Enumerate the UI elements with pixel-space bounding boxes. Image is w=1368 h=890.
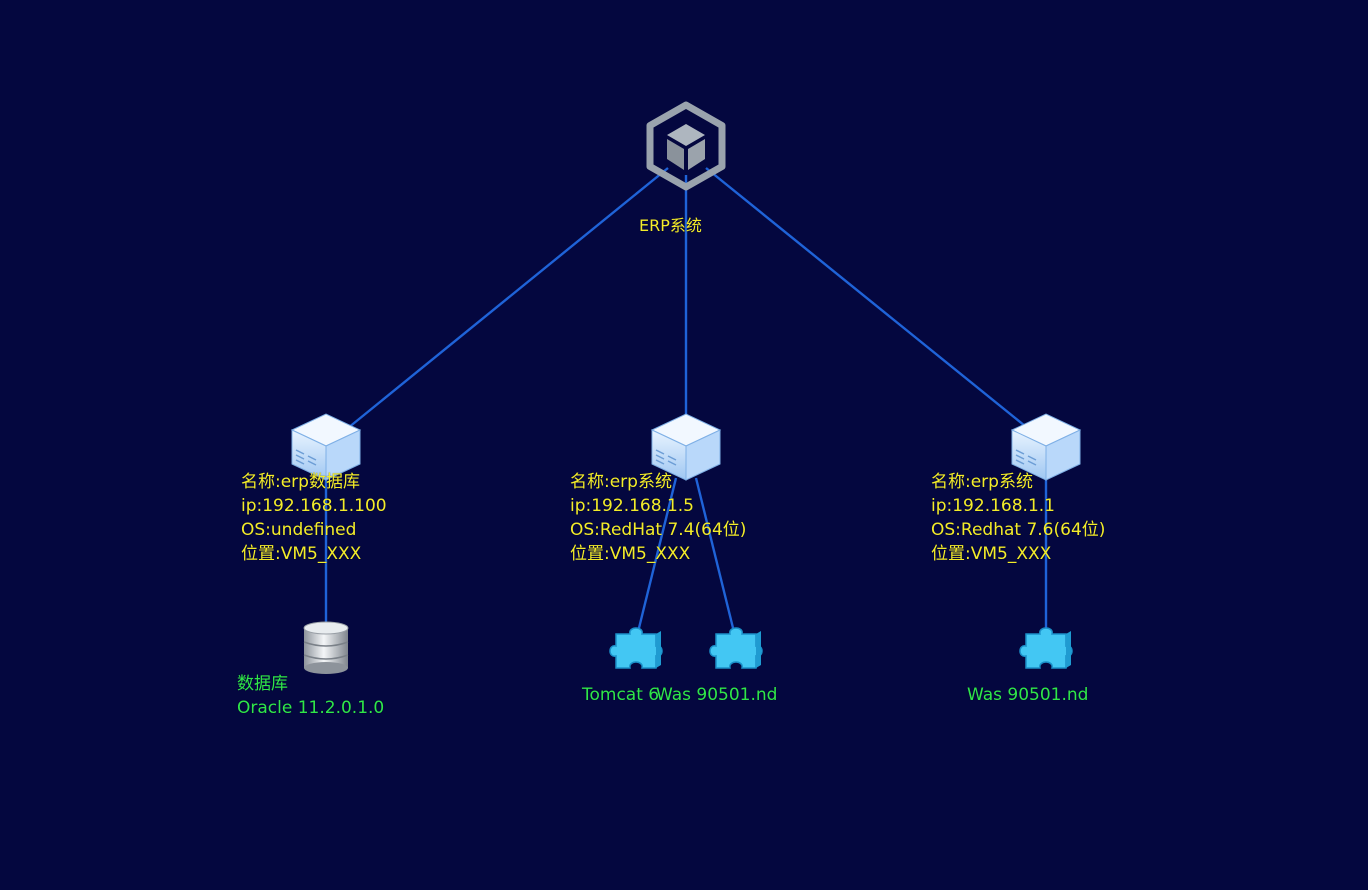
database-name: Oracle 11.2.0.1.0 — [237, 698, 385, 718]
app-label-tomcat: Tomcat 6 — [582, 685, 660, 705]
edge-server-2-tomcat — [636, 477, 678, 633]
puzzle-icon[interactable] — [1019, 627, 1073, 669]
server-os: OS:Redhat 7.6(64位) — [931, 520, 1106, 540]
app-label-was: Was 90501.nd — [967, 685, 1089, 705]
app-label-was: Was 90501.nd — [656, 685, 778, 705]
server-ip: ip:192.168.1.1 — [931, 496, 1055, 516]
server-info-2: 名称:erp系统 ip:192.168.1.5 OS:RedHat 7.4(64… — [570, 470, 746, 566]
server-name: 名称:erp数据库 — [241, 472, 360, 492]
edges — [324, 167, 1048, 633]
server-location: 位置:VM5_XXX — [241, 544, 362, 564]
server-os: OS:RedHat 7.4(64位) — [570, 520, 747, 540]
database-label: 数据库 Oracle 11.2.0.1.0 — [237, 672, 384, 720]
database-type: 数据库 — [237, 674, 288, 694]
server-os: OS:undefined — [241, 520, 357, 540]
server-location: 位置:VM5_XXX — [931, 544, 1052, 564]
edge-server-2-was — [694, 477, 736, 633]
server-name: 名称:erp系统 — [931, 472, 1033, 492]
server-info-3: 名称:erp系统 ip:192.168.1.1 OS:Redhat 7.6(64… — [931, 470, 1105, 566]
server-name: 名称:erp系统 — [570, 472, 672, 492]
server-icon[interactable] — [290, 413, 362, 481]
server-icon[interactable] — [1010, 413, 1082, 481]
puzzle-icon[interactable] — [709, 627, 763, 669]
server-info-1: 名称:erp数据库 ip:192.168.1.100 OS:undefined … — [241, 470, 387, 566]
server-location: 位置:VM5_XXX — [570, 544, 691, 564]
system-label: ERP系统 — [639, 216, 702, 235]
server-ip: ip:192.168.1.100 — [241, 496, 387, 516]
server-icon[interactable] — [650, 413, 722, 481]
puzzle-icon[interactable] — [609, 627, 663, 669]
edge-system-server-1 — [347, 167, 669, 429]
edge-system-server-3 — [705, 167, 1031, 431]
database-icon[interactable] — [303, 621, 349, 674]
cube-hexagon-icon[interactable] — [646, 101, 726, 191]
server-ip: ip:192.168.1.5 — [570, 496, 694, 516]
